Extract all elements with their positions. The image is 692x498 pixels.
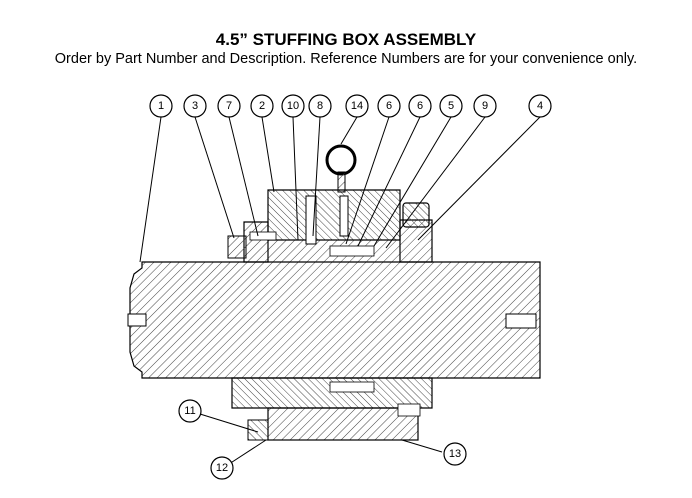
upper-housing — [227, 189, 433, 263]
drawing-title: 4.5” STUFFING BOX ASSEMBLY — [215, 30, 477, 49]
svg-text:6: 6 — [386, 100, 392, 112]
callout-5: 5 — [439, 94, 463, 118]
svg-text:5: 5 — [448, 100, 454, 112]
callout-9: 9 — [473, 94, 497, 118]
svg-text:1: 1 — [158, 100, 164, 112]
callout-6a: 6 — [377, 94, 401, 118]
svg-text:4: 4 — [537, 100, 543, 112]
callout-8: 8 — [308, 94, 332, 118]
callout-6b: 6 — [408, 94, 432, 118]
callout-12: 12 — [210, 456, 234, 480]
svg-text:8: 8 — [317, 100, 323, 112]
callout-4: 4 — [528, 94, 552, 118]
svg-text:3: 3 — [192, 100, 198, 112]
svg-text:10: 10 — [287, 100, 299, 112]
eye-bolt — [325, 144, 357, 193]
shaft — [127, 261, 541, 379]
callout-13: 13 — [443, 442, 467, 466]
callout-10: 10 — [281, 94, 305, 118]
leader-lines — [139, 116, 541, 467]
svg-text:12: 12 — [216, 462, 228, 474]
svg-text:7: 7 — [226, 100, 232, 112]
callout-1: 1 — [149, 94, 173, 118]
callout-3: 3 — [183, 94, 207, 118]
svg-text:6: 6 — [417, 100, 423, 112]
callout-2: 2 — [250, 94, 274, 118]
callout-14: 14 — [345, 94, 369, 118]
callout-7: 7 — [217, 94, 241, 118]
svg-text:14: 14 — [351, 100, 363, 112]
svg-text:9: 9 — [482, 100, 488, 112]
svg-text:11: 11 — [184, 405, 195, 417]
svg-text:2: 2 — [259, 100, 265, 112]
lower-housing — [231, 377, 433, 441]
svg-text:13: 13 — [449, 448, 461, 460]
drawing-subtitle: Order by Part Number and Description. Re… — [54, 51, 638, 67]
callout-11: 11 — [178, 399, 202, 423]
